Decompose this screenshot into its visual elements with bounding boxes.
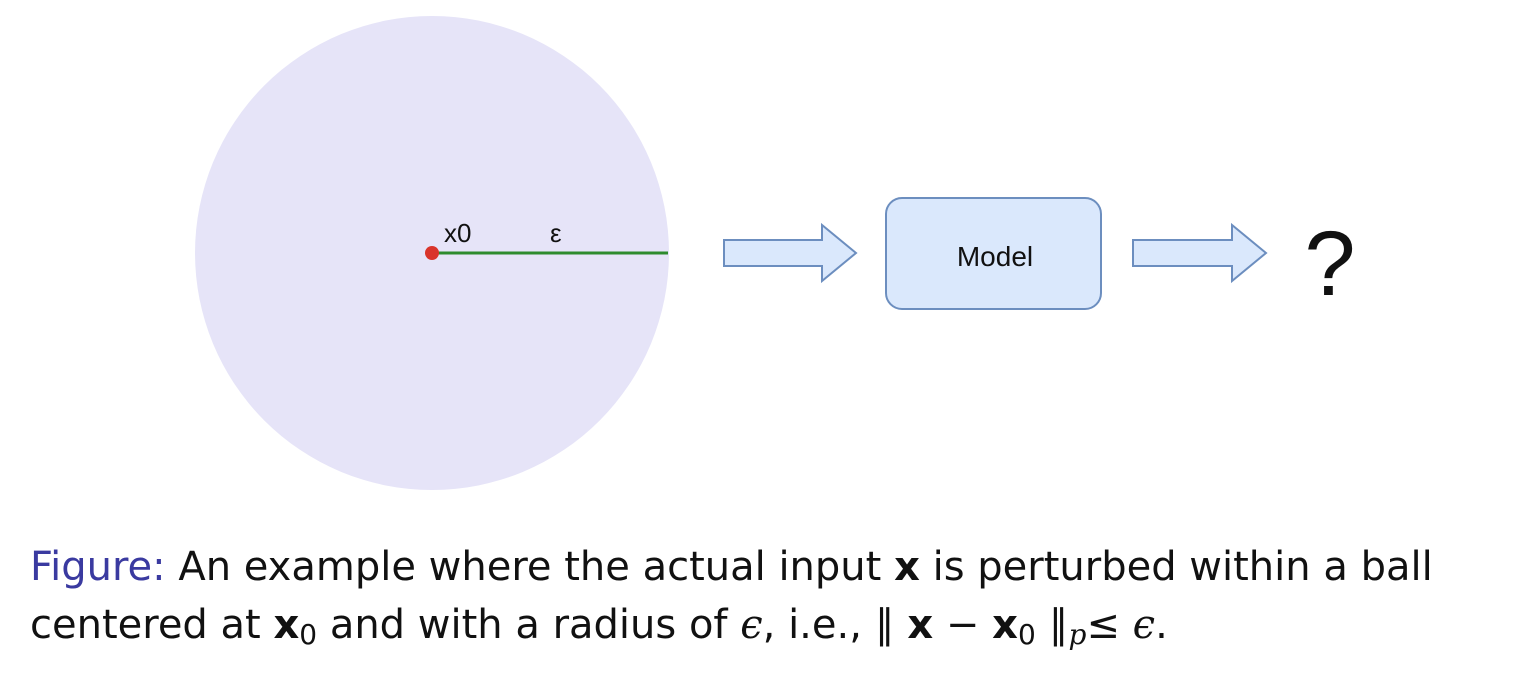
center-point	[425, 246, 439, 260]
caption-epsilon-2: ϵ	[1132, 602, 1156, 648]
model-box	[885, 197, 1102, 310]
caption-var-x: x	[894, 544, 920, 590]
output-arrow	[1132, 222, 1268, 284]
caption-norm-var-x: x	[907, 602, 934, 648]
caption-text-2c: , i.e.,	[762, 602, 862, 648]
caption-var-x0: x	[273, 602, 300, 648]
output-question-mark: ?	[1304, 213, 1355, 315]
caption-text-2b: and with a radius of	[329, 602, 728, 648]
caption-sub-p: p	[1068, 618, 1087, 651]
figure-caption: Figure: An example where the actual inpu…	[30, 538, 1500, 654]
center-label: x0	[444, 218, 471, 248]
caption-norm-open: ∥	[874, 602, 895, 648]
radius-label: ε	[550, 218, 562, 248]
model-label: Model	[957, 241, 1033, 272]
caption-line-1: Figure: An example where the actual inpu…	[30, 538, 1500, 596]
caption-line-2: centered at x0 and with a radius of ϵ, i…	[30, 596, 1500, 654]
caption-leq: ≤	[1086, 602, 1120, 648]
input-arrow	[723, 222, 858, 284]
caption-epsilon: ϵ	[740, 602, 763, 648]
caption-norm-var-x0: x	[992, 602, 1018, 648]
caption-norm-sub-0: 0	[1017, 618, 1036, 651]
caption-text-1a: An example where the actual input	[178, 544, 882, 590]
caption-text-2a: centered at	[30, 602, 261, 648]
caption-label: Figure:	[30, 544, 166, 590]
caption-text-1b: is perturbed within a ball	[932, 544, 1433, 590]
caption-period: .	[1155, 602, 1168, 648]
caption-minus: −	[945, 602, 980, 648]
caption-sub-0: 0	[299, 618, 318, 651]
diagram: x0 ε Model ?	[195, 16, 1356, 490]
caption-norm-close: ∥	[1048, 602, 1069, 648]
